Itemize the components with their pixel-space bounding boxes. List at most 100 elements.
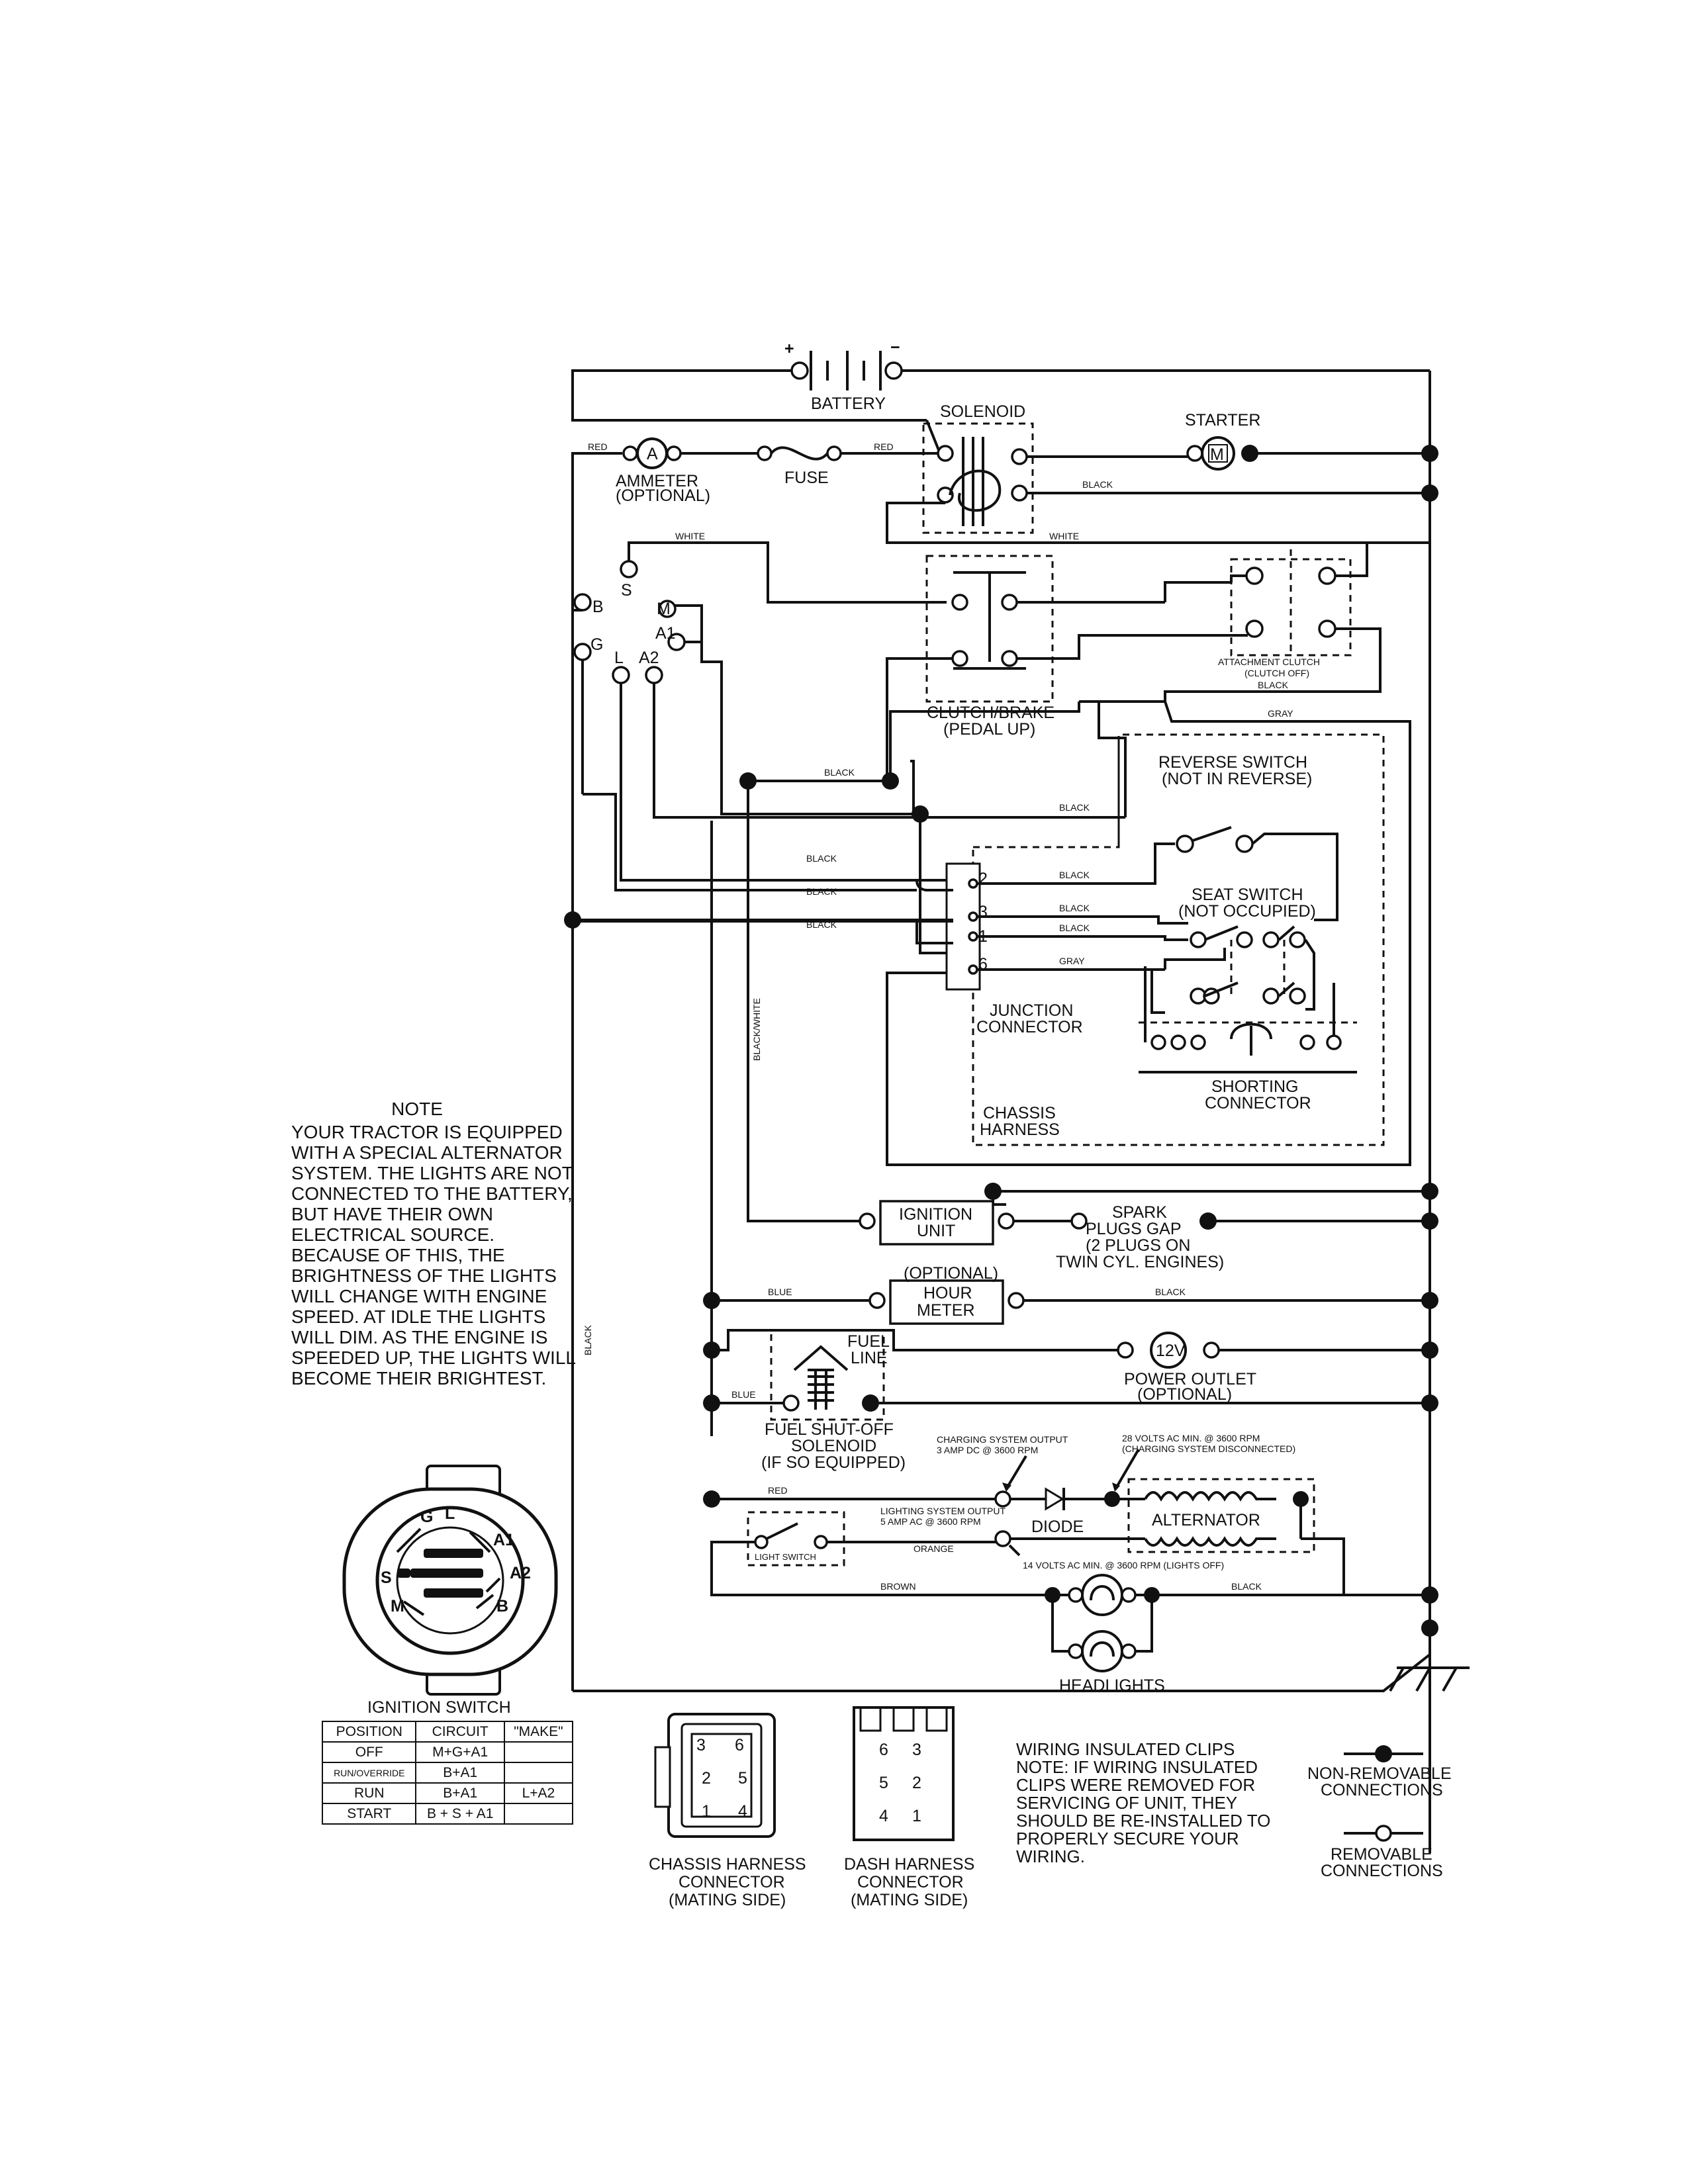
chassis-harness: 2 3 1 6 JUNCTION CONNECTOR CHASSIS HARNE…	[564, 733, 1411, 1166]
clutch-brake: CLUTCH/BRAKE (PEDAL UP)	[886, 555, 1248, 782]
row-circuit: B+A1	[415, 1782, 505, 1804]
table-row: START B + S + A1	[321, 1803, 574, 1825]
charging-output-1: CHARGING SYSTEM OUTPUT	[937, 1434, 1068, 1445]
dash-conn-label-3: (MATING SIDE)	[851, 1891, 968, 1909]
chassis-label-1: CHASSIS	[983, 1104, 1056, 1122]
dash-pin-3: 3	[912, 1741, 921, 1759]
chassis-conn-label-2: CONNECTOR	[679, 1873, 785, 1891]
hour-meter-label-1: HOUR	[923, 1284, 972, 1302]
face-g: G	[420, 1508, 433, 1526]
legend-non-removable-1: NON-REMOVABLE	[1307, 1764, 1452, 1783]
table-row: OFF M+G+A1	[321, 1741, 574, 1763]
term-a2: A2	[639, 649, 659, 667]
dash-connector: 6 3 5 2 4 1 DASH HARNESS CONNECTOR (MATI…	[844, 1706, 974, 1909]
junction-label-2: CONNECTOR	[976, 1018, 1083, 1036]
col-position: POSITION	[321, 1721, 417, 1743]
legend-removable-1: REMOVABLE	[1331, 1845, 1432, 1864]
legend-removable-2: CONNECTIONS	[1321, 1862, 1443, 1880]
lighting-output-1: LIGHTING SYSTEM OUTPUT	[880, 1506, 1006, 1516]
chassis-conn-label-1: CHASSIS HARNESS	[649, 1855, 806, 1874]
legend: NON-REMOVABLE CONNECTIONS REMOVABLE CONN…	[1307, 1745, 1452, 1880]
charging-output-2: 3 AMP DC @ 3600 RPM	[937, 1445, 1038, 1455]
charging-system: RED ALTERNATOR DIODE CHARGING SYSTEM OUT…	[703, 1433, 1315, 1570]
wire-orange: ORANGE	[914, 1543, 954, 1554]
row-position: OFF	[321, 1741, 417, 1763]
row-extra: L+A2	[503, 1782, 574, 1804]
hour-meter-optional: (OPTIONAL)	[904, 1264, 998, 1283]
junction-label-1: JUNCTION	[990, 1001, 1073, 1020]
chassis-pin-4: 4	[738, 1802, 747, 1821]
fuel-solenoid-label-3: (IF SO EQUIPPED)	[761, 1453, 906, 1472]
wire-gray-2: GRAY	[1059, 956, 1085, 966]
pin-2: 2	[978, 870, 988, 888]
wire-white-1: WHITE	[1049, 531, 1079, 541]
wiring-note-line: WIRING.	[1016, 1846, 1085, 1866]
term-l: L	[614, 649, 624, 667]
wire-blue-1: BLUE	[768, 1287, 792, 1297]
row-extra	[503, 1762, 574, 1784]
wire-black-5: BLACK	[806, 853, 837, 864]
diode-label: DIODE	[1031, 1518, 1084, 1536]
attachment-clutch-label: ATTACHMENT CLUTCH	[1218, 657, 1320, 667]
seat-switch-state: (NOT OCCUPIED)	[1178, 902, 1316, 921]
volts14: 14 VOLTS AC MIN. @ 3600 RPM (LIGHTS OFF)	[1023, 1560, 1224, 1570]
starter: M STARTER	[1185, 411, 1430, 471]
ammeter-label: AMMETER	[616, 472, 698, 490]
power-outlet-symbol: 12V	[1156, 1342, 1186, 1360]
starter-label: STARTER	[1185, 411, 1260, 430]
spark-label-3: (2 PLUGS ON	[1086, 1236, 1190, 1255]
hour-meter: BLUE BLACK (OPTIONAL) HOUR METER	[703, 1264, 1438, 1325]
table-row: RUN/OVERRIDE B+A1	[321, 1762, 574, 1784]
starter-symbol: M	[1210, 445, 1224, 464]
row-position: RUN/OVERRIDE	[321, 1762, 417, 1784]
row-position: RUN	[321, 1782, 417, 1804]
wire-black-6: BLACK	[806, 886, 837, 897]
reverse-switch-label: REVERSE SWITCH	[1158, 753, 1307, 772]
fuel-line-label-2: LINE	[851, 1349, 888, 1367]
dash-pin-5: 5	[879, 1774, 888, 1792]
row-extra	[503, 1741, 574, 1763]
dash-pin-2: 2	[912, 1774, 921, 1792]
hour-meter-label-2: METER	[917, 1301, 975, 1320]
shorting-connector: SHORTING CONNECTOR	[1139, 966, 1357, 1113]
attachment-clutch-state: (CLUTCH OFF)	[1244, 668, 1309, 678]
fuel-solenoid-label-2: SOLENOID	[791, 1437, 876, 1455]
fuse: FUSE RED	[680, 441, 940, 487]
wiring-note-line: NOTE: IF WIRING INSULATED	[1016, 1757, 1258, 1777]
spark-label-4: TWIN CYL. ENGINES)	[1056, 1253, 1224, 1271]
ground-icon	[1389, 1666, 1470, 1692]
row-circuit: B+A1	[415, 1762, 505, 1784]
seat-switch: SEAT SWITCH (NOT OCCUPIED)	[1150, 886, 1316, 1014]
term-m: M	[657, 600, 671, 618]
alternator-note: NOTE YOUR TRACTOR IS EQUIPPED WITH A SPE…	[291, 1099, 583, 1388]
ignition-switch-title: IGNITION SWITCH	[367, 1698, 511, 1717]
dash-pin-6: 6	[879, 1741, 888, 1759]
wire-brown: BROWN	[880, 1581, 916, 1592]
wiring-note-title: WIRING INSULATED CLIPS	[1016, 1739, 1235, 1759]
ignition-unit: IGNITION UNIT SPARK PLUGS GAP (2 PLUGS O…	[859, 1183, 1438, 1271]
battery-label: BATTERY	[811, 394, 886, 413]
ammeter-symbol: A	[647, 445, 658, 463]
lighting-circuit: LIGHT SWITCH BROWN BLACK HEADLIGHTS	[710, 1511, 1438, 1695]
solenoid-label: SOLENOID	[940, 402, 1025, 421]
wire-white-2: WHITE	[675, 531, 705, 541]
col-make: "MAKE"	[503, 1721, 574, 1743]
note-title: NOTE	[391, 1099, 443, 1119]
volts28-1: 28 VOLTS AC MIN. @ 3600 RPM	[1122, 1433, 1260, 1443]
wire-red-1: RED	[588, 441, 608, 452]
ignition-unit-label-1: IGNITION	[899, 1205, 972, 1224]
alternator-label: ALTERNATOR	[1152, 1511, 1260, 1529]
attachment-clutch: ATTACHMENT CLUTCH (CLUTCH OFF) BLACK GRA…	[1079, 543, 1411, 854]
power-outlet: 12V POWER OUTLET (OPTIONAL)	[1117, 1332, 1438, 1404]
fuel-solenoid: FUEL LINE BLUE FUEL SHUT-OFF SOLENOID (I…	[703, 1329, 1438, 1472]
wire-black-8: BLACK	[1059, 870, 1090, 880]
row-circuit: B + S + A1	[415, 1803, 505, 1825]
wire-black-13: BLACK	[583, 1324, 593, 1355]
row-extra	[503, 1803, 574, 1825]
pin-3: 3	[978, 903, 988, 921]
face-s: S	[381, 1569, 392, 1587]
term-b: B	[592, 598, 604, 616]
fuse-label: FUSE	[784, 469, 829, 487]
spark-label-2: PLUGS GAP	[1086, 1220, 1182, 1238]
